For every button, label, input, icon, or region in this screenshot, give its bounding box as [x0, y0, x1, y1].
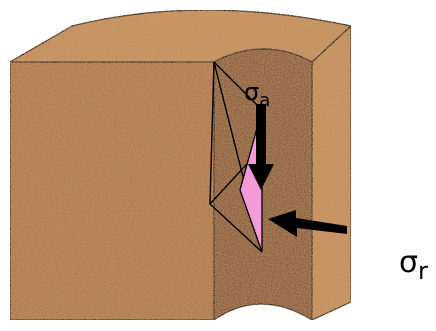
rock-right-face — [312, 26, 351, 320]
sigma-a-subscript: a — [259, 90, 270, 111]
rock-front-left-face — [10, 62, 214, 320]
sigma-a-symbol: σ — [244, 78, 259, 106]
rock-top-face — [10, 10, 351, 62]
sigma-r-symbol: σ — [399, 245, 418, 280]
sigma-r-label: σr — [399, 245, 428, 285]
sigma-r-subscript: r — [418, 257, 428, 285]
